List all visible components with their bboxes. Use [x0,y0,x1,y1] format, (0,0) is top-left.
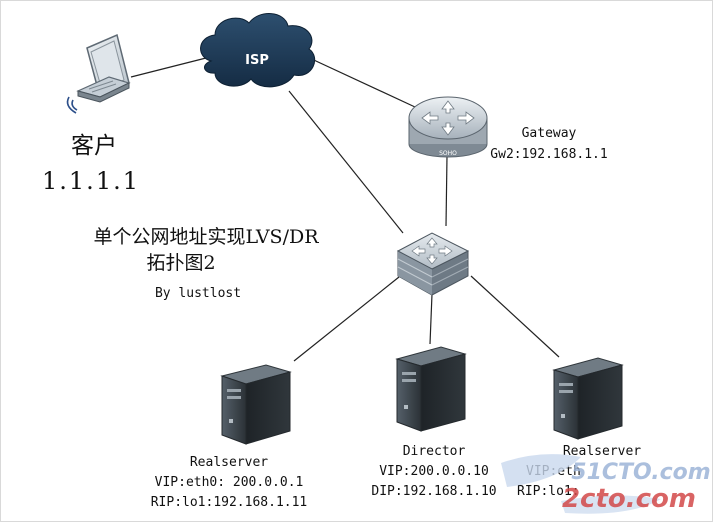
realserver2-rip: RIP:lo1: [517,484,580,499]
director-dip: DIP:192.168.1.10 [371,484,496,499]
gateway-label: Gateway [522,126,577,141]
link-switch-realserver2 [470,275,560,358]
link-switch-realserver1 [293,276,400,362]
client-laptop-icon [66,33,131,114]
gateway-badge: SOHO [439,150,457,157]
watermark-logo: 51CTO.com 2cto.com [501,454,711,514]
isp-label: ISP [245,53,269,68]
link-isp-gateway [302,54,416,108]
realserver1-rip: RIP:lo1:192.168.1.11 [151,495,308,510]
client-ip: 1.1.1.1 [42,167,140,195]
link-gateway-switch [445,155,448,227]
watermark-text-2: 2cto.com [562,484,696,514]
watermark-text-1: 51CTO.com [571,460,710,485]
director-server-icon [395,346,467,432]
connection-lines [130,54,560,362]
realserver1-icon [220,364,292,445]
director-vip: VIP:200.0.0.10 [379,464,489,479]
realserver2-icon [552,357,624,440]
realserver1-vip: VIP:eth0: 200.0.0.1 [155,475,304,490]
diagram-title: 单个公网地址实现LVS/DR [93,226,319,248]
gateway-router-icon: SOHO [408,96,488,158]
director-label: Director [403,444,466,459]
client-label: 客户 [71,133,117,159]
diagram-author: By lustlost [155,286,241,301]
isp-cloud-icon: ISP [200,13,316,88]
switch-icon [396,232,470,296]
realserver1-label: Realserver [190,455,268,470]
diagram-subtitle: 拓扑图2 [146,252,215,274]
link-switch-director [429,293,433,345]
gateway-ip: Gw2:192.168.1.1 [490,147,607,162]
link-client-isp [130,57,207,78]
realserver2-label: Realserver [563,444,641,459]
wifi-icon [71,99,78,111]
link-isp-switch [288,90,404,234]
